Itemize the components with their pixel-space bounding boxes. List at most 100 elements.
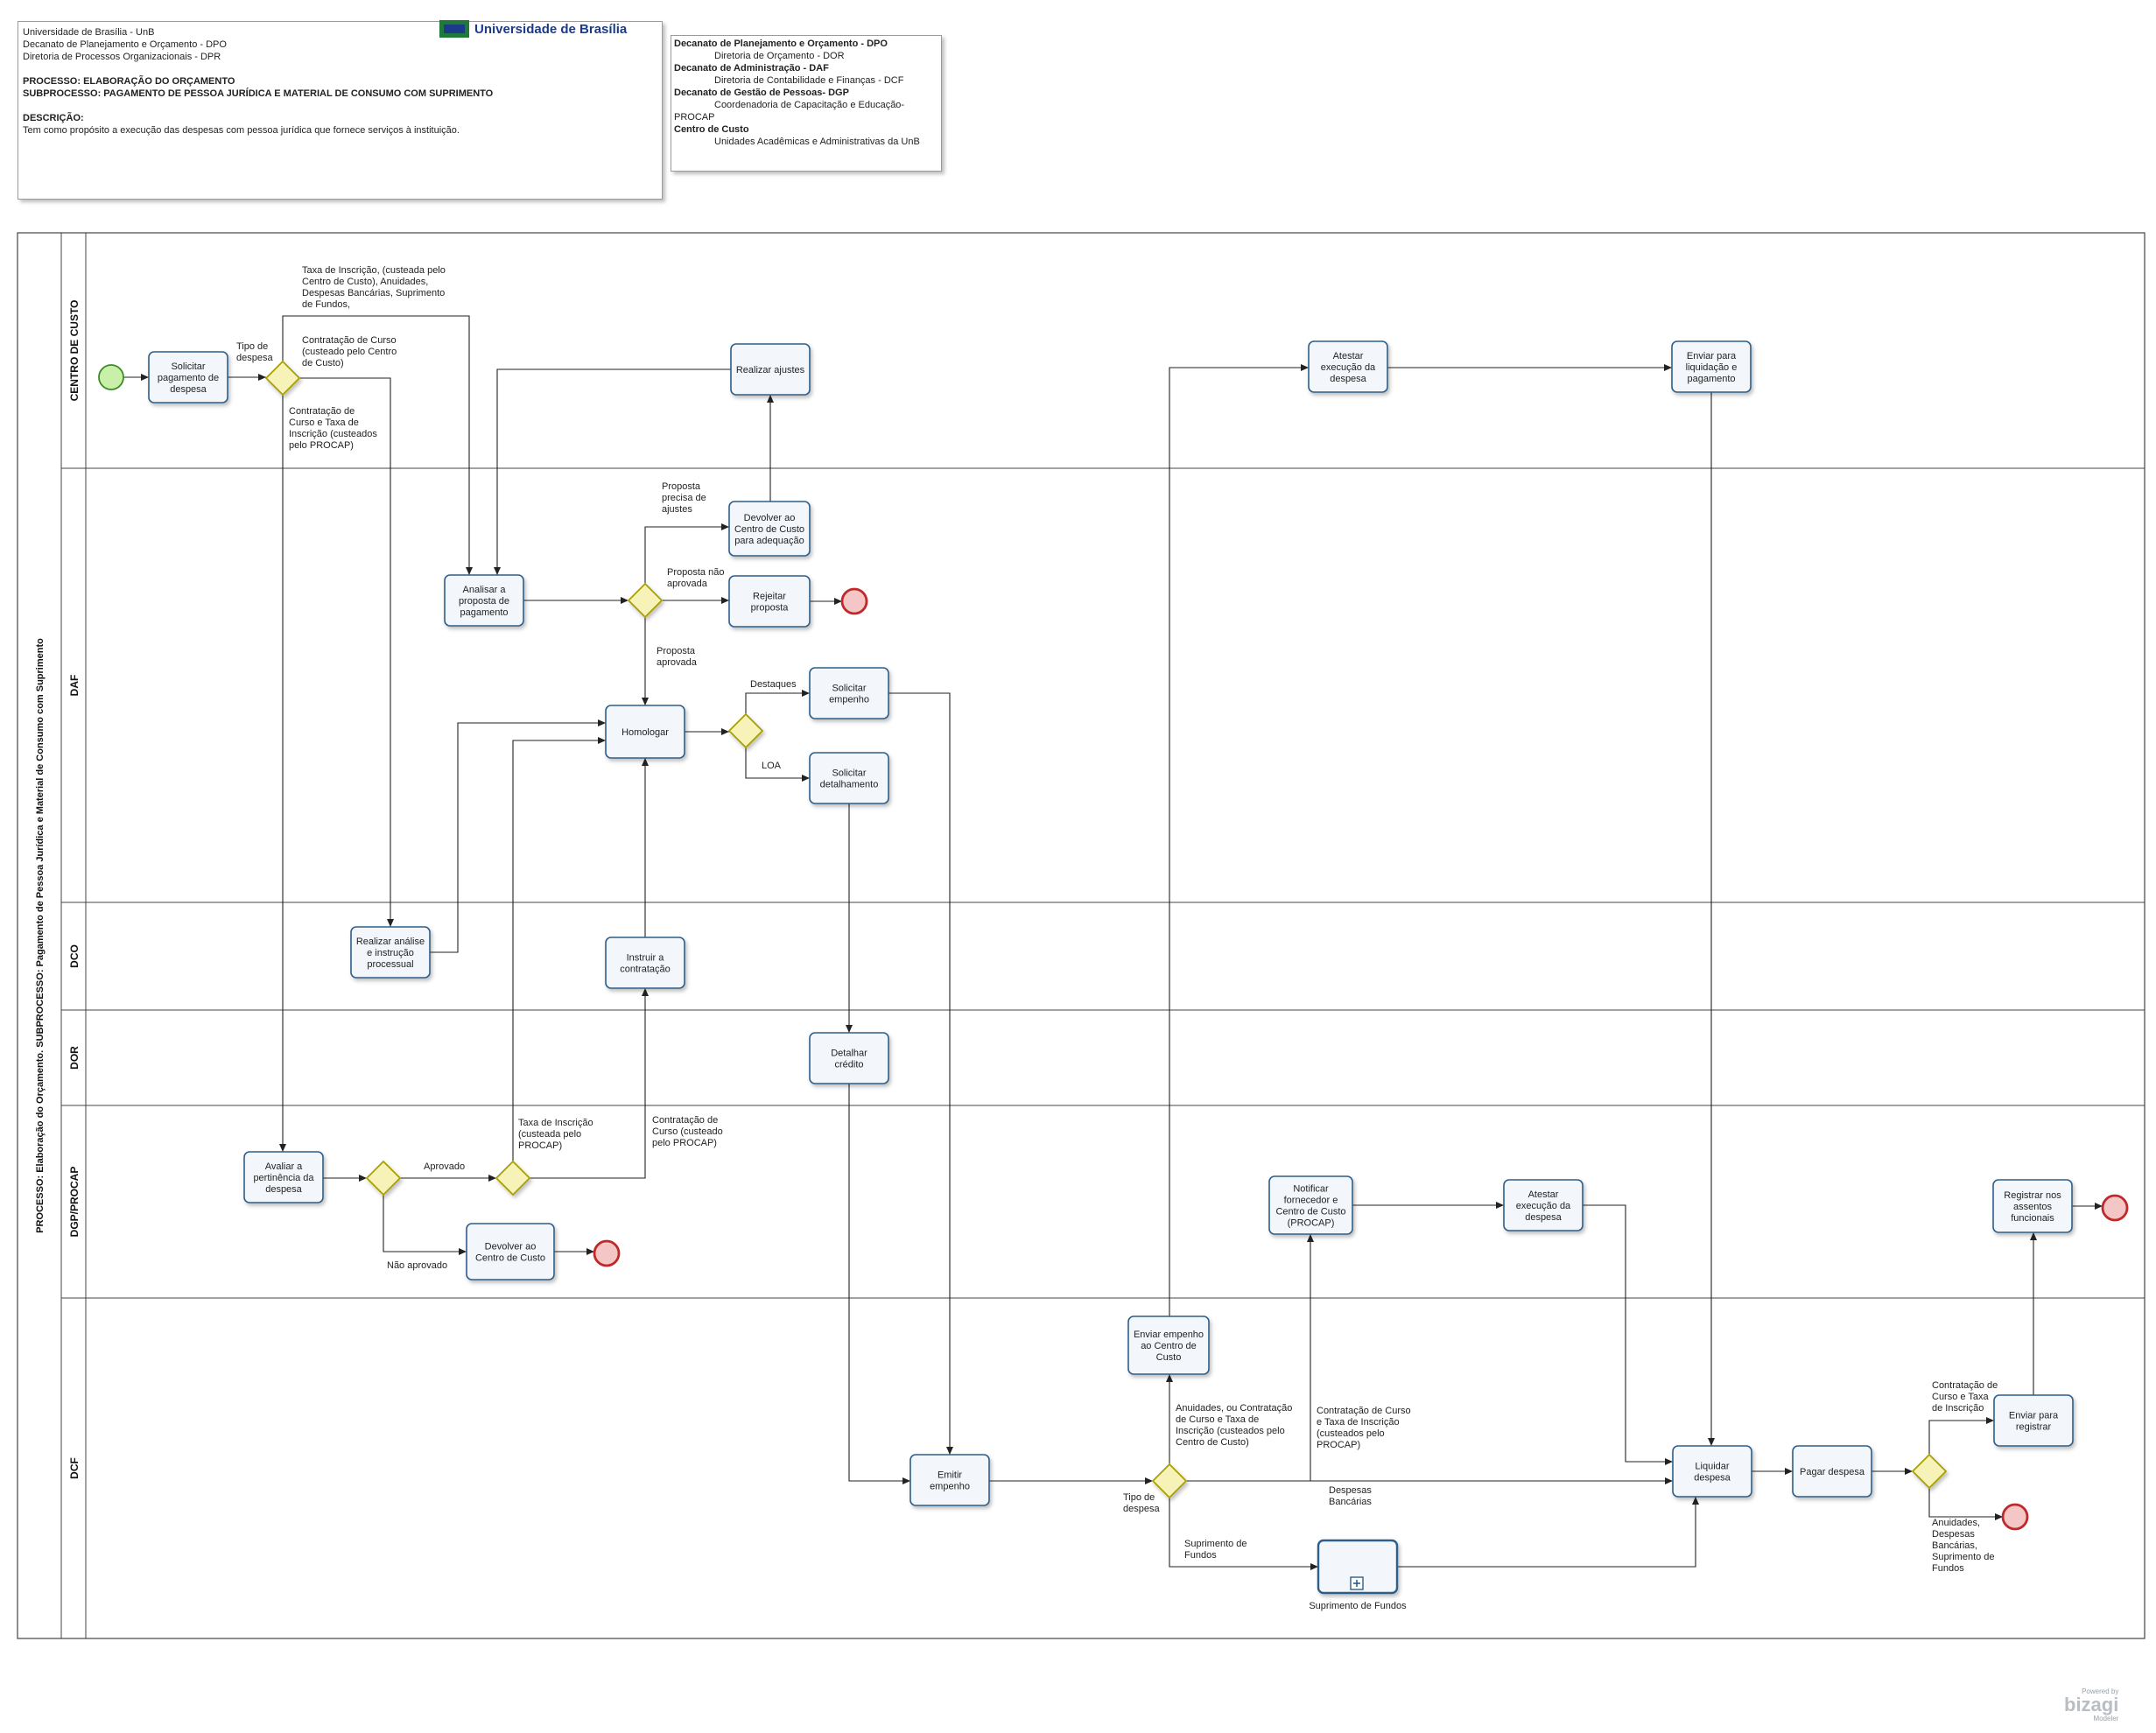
sequence-flow — [745, 747, 810, 782]
flow-label-line: Contratação de — [1932, 1380, 1998, 1391]
task-label: assentos — [2013, 1202, 2053, 1212]
task-label: Enviar para — [2009, 1411, 2059, 1421]
task-label: Realizar análise — [356, 937, 425, 947]
pool-border — [17, 232, 2145, 1639]
lane-label: DAF — [68, 675, 81, 697]
task-shape — [350, 926, 431, 979]
subprocess-shape — [1317, 1539, 1399, 1595]
start-event[interactable] — [98, 364, 124, 390]
task-realizar-ajustes[interactable]: Realizar ajustes — [730, 343, 811, 396]
gw-destaques-loa[interactable] — [727, 712, 764, 749]
task-label: empenho — [930, 1482, 970, 1492]
task-shape — [1308, 340, 1388, 393]
task-pagar[interactable]: Pagar despesa — [1792, 1445, 1872, 1498]
gw-proposta[interactable] — [627, 582, 664, 619]
flow-label-line: (custeados pelo — [1317, 1428, 1385, 1439]
task-shape — [728, 501, 811, 557]
lane-label: DGP/PROCAP — [68, 1167, 81, 1238]
flow-label-line: Anuidades, ou Contratação — [1176, 1403, 1292, 1414]
gw-aprovado[interactable] — [365, 1160, 402, 1196]
task-label: Realizar ajustes — [736, 365, 805, 375]
task-shape — [243, 1151, 324, 1203]
task-shape — [728, 575, 811, 628]
end-event[interactable] — [840, 587, 868, 615]
lane-label: DOR — [68, 1046, 81, 1070]
subprocess-suprimento-de-fundos[interactable]: Suprimento de Fundos — [1309, 1539, 1407, 1611]
end-event[interactable] — [2101, 1194, 2129, 1222]
gw-taxa-contratacao[interactable] — [495, 1160, 531, 1196]
flow-label-line: Suprimento de — [1932, 1552, 1995, 1562]
task-homologar[interactable]: Homologar — [605, 705, 685, 759]
flow-label-line: Contratação de — [289, 406, 355, 417]
flow-label-line: (custeado pelo Centro — [302, 347, 397, 357]
flow-label-line: Inscrição (custeados — [289, 429, 377, 439]
task-label: e instrução — [367, 948, 414, 958]
unb-flag-icon — [439, 20, 469, 38]
process-title: PROCESSO: ELABORAÇÃO DO ORÇAMENTO — [23, 76, 235, 87]
task-shape — [730, 343, 811, 396]
task-label: registrar — [2016, 1422, 2052, 1433]
gw-final[interactable] — [1911, 1453, 1948, 1490]
subprocess-label: Suprimento de Fundos — [1309, 1601, 1407, 1611]
legend-line: Centro de Custo — [674, 124, 749, 135]
flow-label-line: Curso (custeado — [652, 1126, 723, 1137]
task-label: pagamento de — [158, 373, 219, 383]
task-shape — [1503, 1179, 1584, 1231]
task-label: pertinência da — [253, 1173, 314, 1183]
bizagi-watermark: Powered by bizagi Modeler — [2064, 1687, 2118, 1722]
legend-line: PROCAP — [674, 112, 715, 123]
legend-line: Decanato de Planejamento e Orçamento - D… — [674, 39, 888, 49]
flow-label-line: PROCAP) — [1317, 1440, 1360, 1450]
gw-tipo-despesa-cc[interactable] — [264, 360, 301, 396]
end-event[interactable] — [593, 1239, 621, 1267]
flow-label-line: Contratação de Curso — [302, 335, 397, 346]
flow-label-line: Tipo de — [1123, 1492, 1155, 1503]
end-event[interactable] — [2001, 1503, 2029, 1531]
flow-label-line: Taxa de Inscrição — [518, 1118, 593, 1128]
task-label: fornecedor e — [1284, 1196, 1338, 1206]
task-label: Analisar a — [463, 585, 507, 595]
header-line-3: Diretoria de Processos Organizacionais -… — [23, 52, 221, 62]
sequence-flow — [494, 368, 732, 575]
units-legend-box: Decanato de Planejamento e Orçamento - D… — [671, 35, 942, 172]
task-label: Solicitar — [832, 768, 866, 779]
task-label: Avaliar a — [265, 1161, 303, 1172]
flow-label-line: Despesas — [1329, 1485, 1372, 1496]
task-shape — [1672, 1445, 1752, 1498]
flow-label-line: ajustes — [662, 504, 692, 515]
task-label: Pagar despesa — [1800, 1467, 1865, 1477]
gw-tipo-despesa-dcf[interactable] — [1151, 1463, 1188, 1499]
description-text: Tem como propósito a execução das despes… — [23, 125, 460, 136]
flow-label-line: Despesas — [1932, 1529, 1975, 1540]
task-shape — [148, 351, 228, 403]
flow-label-line: Tipo de — [236, 341, 268, 352]
